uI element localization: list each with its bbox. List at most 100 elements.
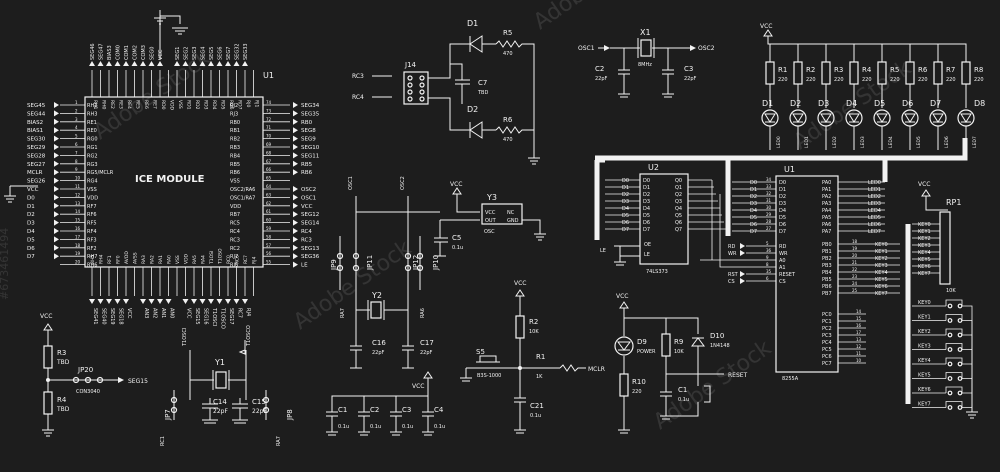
resistor-ref: R8 bbox=[974, 66, 983, 74]
key-label: KEY4 bbox=[918, 358, 931, 364]
net-label-seg15: SEG15 bbox=[194, 308, 200, 325]
ice-right-pins: RJ274SEG34RJ373SEG35RB072RB0RB171SEG8RB2… bbox=[230, 100, 320, 269]
port-arrow bbox=[165, 299, 172, 304]
svg-text:LE: LE bbox=[644, 252, 650, 258]
bypass-cap-c2 bbox=[358, 396, 370, 436]
net-label-com3: COM3 bbox=[141, 45, 147, 60]
svg-text:OE: OE bbox=[644, 242, 651, 248]
ice-pin-rj0: RJ0 bbox=[245, 100, 251, 107]
ice-pin-rd5: RD5 bbox=[220, 100, 226, 110]
svg-text:22pF: 22pF bbox=[252, 408, 267, 415]
led-net: LED6 bbox=[944, 136, 950, 148]
ice-pin-rj3: RJ3 bbox=[230, 111, 238, 117]
svg-text:RA6: RA6 bbox=[420, 308, 426, 318]
pin-number: 21 bbox=[852, 260, 858, 265]
ice-pin-rg1: RG1 bbox=[87, 145, 98, 151]
addr-wire bbox=[700, 180, 746, 268]
port-arrow bbox=[54, 118, 59, 125]
svg-text:74LS373: 74LS373 bbox=[646, 269, 668, 275]
pin-number: 65 bbox=[266, 176, 272, 181]
ice-pin-rc0: RC0 bbox=[226, 255, 232, 264]
port-arrow bbox=[293, 169, 298, 176]
led-ref: D3 bbox=[818, 99, 829, 108]
pin-number: 29 bbox=[766, 212, 772, 217]
led-net: LED1 bbox=[804, 136, 810, 148]
u3-pin-pa7: PA7 bbox=[822, 229, 831, 235]
port-arrow bbox=[208, 61, 214, 66]
key-switch-key6 bbox=[912, 386, 973, 412]
ice-body bbox=[84, 96, 264, 268]
led-net: LED2 bbox=[832, 136, 838, 148]
net-label-seg1: SEG1 bbox=[175, 47, 181, 60]
pin-number: 35 bbox=[766, 269, 772, 274]
pin-number: 32 bbox=[766, 191, 772, 196]
svg-text:22pF: 22pF bbox=[213, 408, 228, 415]
net-label-d6: D6 bbox=[27, 246, 35, 252]
port-arrow bbox=[740, 243, 745, 249]
u3-pin-pb4: PB4 bbox=[822, 270, 832, 276]
ice-pin-rb5: RB5 bbox=[230, 162, 240, 168]
port-arrow bbox=[199, 299, 206, 304]
net-label-bias2: BIAS2 bbox=[27, 120, 43, 126]
ice-pin-rd6: RD6 bbox=[228, 100, 234, 110]
ice-pin-rg2: RG2 bbox=[87, 153, 98, 159]
port-arrow bbox=[140, 299, 146, 304]
led-d7 bbox=[932, 113, 944, 123]
pin-number: 15 bbox=[75, 218, 81, 223]
seg15-net: SEG15 bbox=[128, 378, 148, 385]
net-label-seg35: SEG35 bbox=[301, 111, 320, 117]
resistor-value: 220 bbox=[974, 77, 984, 83]
pin-number: 3 bbox=[75, 117, 78, 122]
pin-number: 69 bbox=[266, 142, 272, 147]
resistor-r4 bbox=[849, 61, 859, 85]
led-ref: D5 bbox=[874, 99, 885, 108]
u3-ctrl-rd: RD bbox=[728, 244, 735, 250]
ice-top-ground bbox=[159, 15, 188, 60]
u3-led-net: LED4 bbox=[868, 208, 881, 214]
ice-top-pins: RH1SEG46RH0SEG47RE2BIAS3RE3COM0RE4COM1RE… bbox=[89, 43, 260, 111]
net-label-rc4: RC4 bbox=[301, 229, 312, 235]
ice-pin-t1oso: T1OSO bbox=[218, 248, 224, 265]
u3-pin-pc6: PC6 bbox=[822, 354, 832, 360]
pin-number: 23 bbox=[852, 274, 858, 279]
u3-net-d4: D4 bbox=[750, 208, 757, 214]
svg-text:R10: R10 bbox=[632, 378, 646, 386]
svg-text:JP10: JP10 bbox=[432, 255, 440, 271]
pin-number: 2 bbox=[75, 108, 78, 113]
svg-text:VCC: VCC bbox=[760, 23, 772, 30]
u3-pin-d2: D2 bbox=[779, 194, 786, 200]
u3-led-net: LED5 bbox=[868, 215, 881, 221]
led-net: LED7 bbox=[972, 136, 978, 148]
net-label-seg12: SEG12 bbox=[301, 212, 319, 218]
svg-text:22pF: 22pF bbox=[420, 350, 433, 356]
pin-number: 71 bbox=[266, 125, 272, 130]
net-label-com2: COM2 bbox=[133, 45, 139, 60]
port-arrow bbox=[293, 110, 298, 117]
svg-text:R1: R1 bbox=[536, 353, 545, 361]
svg-text:C7: C7 bbox=[478, 79, 487, 87]
port-arrow bbox=[54, 110, 59, 117]
pin-number: 20 bbox=[75, 260, 81, 265]
net-label-seg17: SEG17 bbox=[228, 308, 234, 325]
cap-ref: C3 bbox=[402, 406, 411, 414]
u2-pin-q0: Q0 bbox=[675, 178, 682, 184]
pin-number: 12 bbox=[856, 344, 862, 349]
u3-pin-pa0: PA0 bbox=[822, 180, 831, 186]
ice-pin-osc2ra6: OSC2/RA6 bbox=[230, 187, 255, 193]
led-d5 bbox=[876, 113, 888, 123]
led-ref: D8 bbox=[974, 99, 985, 108]
svg-text:U1: U1 bbox=[784, 165, 795, 174]
led-body bbox=[957, 109, 975, 127]
u3-pin-wr: WR bbox=[779, 251, 788, 257]
svg-text:U2: U2 bbox=[648, 163, 659, 172]
u2-pin-d3: D3 bbox=[643, 199, 650, 205]
led-ref: D2 bbox=[790, 99, 801, 108]
net-label-seg45: SEG45 bbox=[27, 103, 46, 109]
pin-number: 28 bbox=[766, 219, 772, 224]
svg-text:OSC2: OSC2 bbox=[698, 45, 715, 52]
led-body bbox=[789, 109, 807, 127]
net-label-d4: D4 bbox=[27, 229, 35, 235]
net-label-rj4: RJ4 bbox=[245, 308, 251, 316]
ice-pin-rb6: RB6 bbox=[230, 170, 240, 176]
net-label-seg8: SEG8 bbox=[301, 128, 316, 134]
